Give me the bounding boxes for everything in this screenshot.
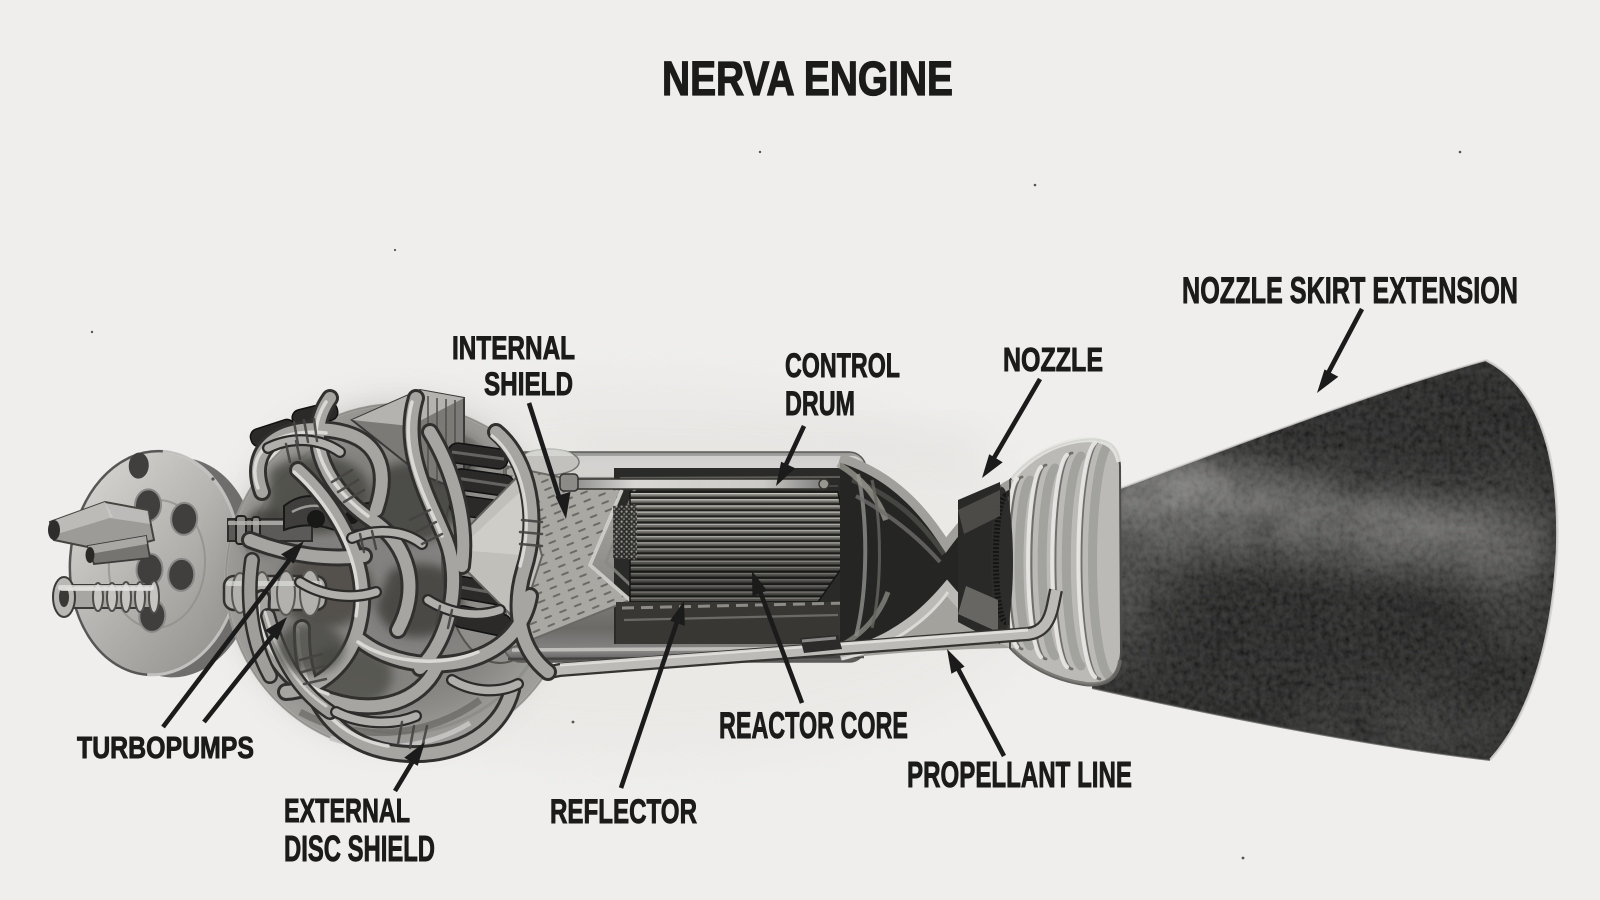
svg-text:NERVA ENGINE: NERVA ENGINE [662,53,953,106]
svg-text:REACTOR CORE: REACTOR CORE [719,705,908,746]
svg-text:SHIELD: SHIELD [484,366,573,402]
svg-text:PROPELLANT LINE: PROPELLANT LINE [907,755,1132,795]
svg-text:NOZZLE SKIRT EXTENSION: NOZZLE SKIRT EXTENSION [1182,270,1518,311]
svg-text:CONTROL: CONTROL [785,347,900,385]
svg-text:DRUM: DRUM [785,385,855,423]
svg-text:REFLECTOR: REFLECTOR [550,793,697,831]
svg-text:INTERNAL: INTERNAL [452,330,575,366]
svg-text:EXTERNAL: EXTERNAL [284,792,410,829]
svg-text:TURBOPUMPS: TURBOPUMPS [77,732,254,765]
svg-text:DISC SHIELD: DISC SHIELD [284,829,435,869]
svg-text:NOZZLE: NOZZLE [1003,341,1103,378]
